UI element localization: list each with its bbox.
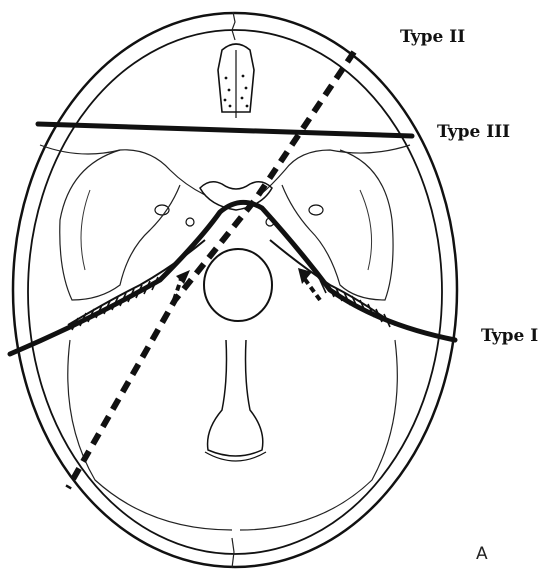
occipital-suture (232, 538, 234, 568)
right-posterior-fossa (240, 340, 397, 530)
right-squamous-detail (360, 190, 372, 270)
inner-skull-outline (28, 30, 442, 554)
type-i-label: Type I (481, 326, 538, 346)
left-squamous-detail (81, 190, 90, 270)
right-middle-fossa (282, 150, 393, 300)
type-ii-label: Type II (400, 27, 465, 47)
foramen-magnum (204, 249, 272, 321)
right-petrous-ridge (270, 240, 395, 325)
type-iii-label: Type III (437, 122, 510, 142)
type-ii-fracture-line (68, 52, 354, 488)
panel-letter: A (476, 544, 488, 564)
outer-skull-outline (13, 13, 457, 567)
right-optic-foramen (309, 205, 323, 215)
left-small-foramen (186, 218, 194, 226)
type-iii-fracture-line (38, 124, 412, 136)
left-orbital-roof (40, 145, 205, 195)
frontal-suture (232, 12, 235, 40)
internal-occipital-crest (208, 340, 263, 456)
